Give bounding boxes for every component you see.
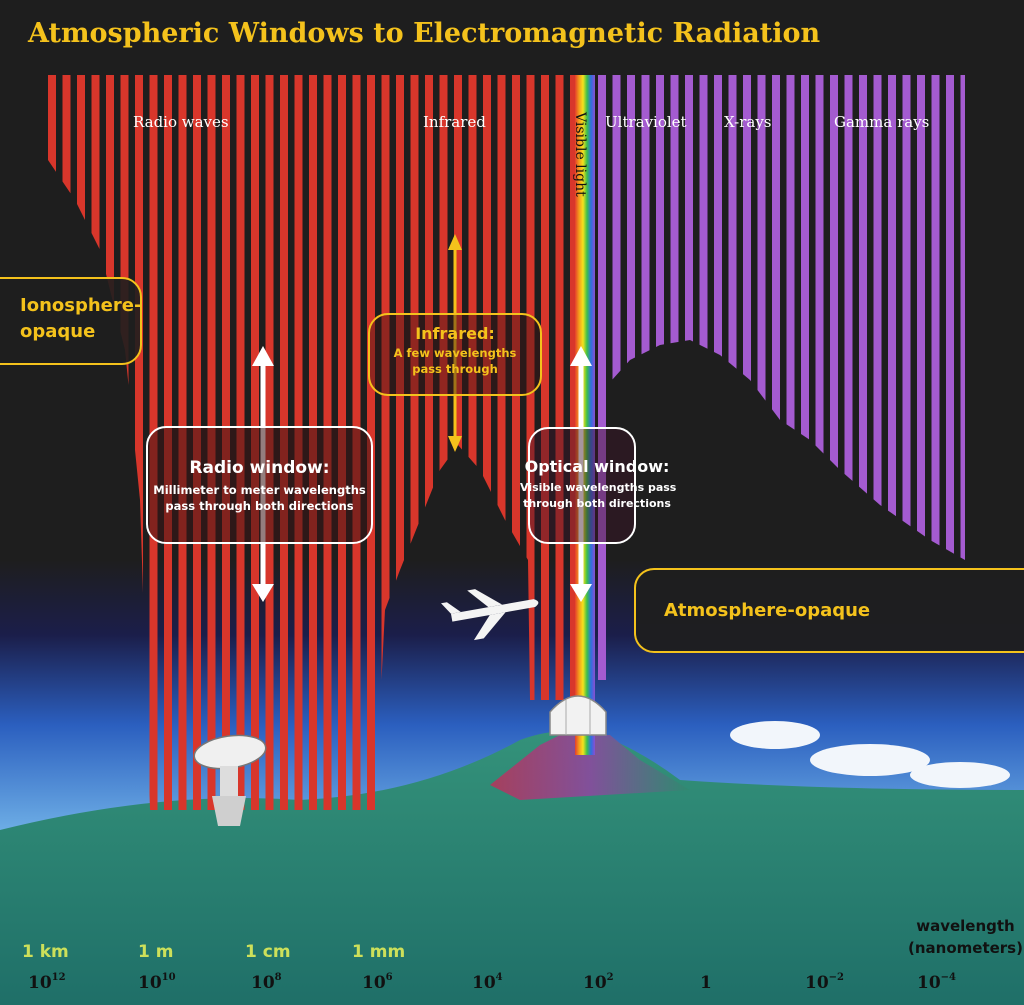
airplane-icon: [441, 589, 539, 641]
radio-window-heading: Radio window:: [189, 458, 330, 478]
high-energy-stripe: [743, 75, 751, 680]
length-label-cm: 1 cm: [245, 942, 291, 962]
axis-tick: 106: [362, 972, 393, 993]
infrared-window-heading: Infrared:: [415, 324, 495, 343]
high-energy-stripe: [859, 75, 867, 680]
page-title: Atmospheric Windows to Electromagnetic R…: [28, 18, 821, 49]
high-energy-stripe: [931, 75, 940, 680]
high-energy-stripe: [917, 75, 925, 680]
high-energy-stripe: [801, 75, 809, 680]
band-label-gamma: Gamma rays: [834, 113, 930, 131]
radio-infrared-stripe: [570, 75, 575, 810]
infrared-window-line1: A few wavelengths: [393, 346, 517, 360]
band-label-ultraviolet: Ultraviolet: [605, 113, 687, 131]
band-label-infrared: Infrared: [423, 113, 486, 131]
high-energy-stripe: [815, 75, 824, 680]
high-energy-stripe: [830, 75, 838, 680]
high-energy-stripe: [946, 75, 954, 680]
band-label-visible: Visible light: [570, 112, 590, 212]
infrared-window-box: Infrared: A few wavelengths pass through: [368, 313, 542, 396]
axis-tick: 1010: [138, 972, 176, 993]
high-energy-stripe: [598, 75, 606, 680]
radio-window-box: Radio window: Millimeter to meter wavele…: [146, 426, 373, 544]
infrared-window-arrow: [448, 234, 462, 452]
radio-infrared-stripe: [483, 75, 491, 810]
radio-infrared-stripe: [135, 75, 143, 810]
axis-tick: 108: [251, 972, 282, 993]
optical-window-line1: Visible wavelengths pass: [520, 481, 677, 494]
axis-tick: 10−2: [805, 972, 845, 993]
radio-infrared-stripe: [410, 75, 419, 810]
high-energy-stripe: [902, 75, 911, 680]
ionosphere-opaque-label: Ionosphere- opaque: [20, 295, 142, 342]
wavelength-axis-label: wavelength (nanometers): [908, 915, 1023, 959]
high-energy-stripe: [757, 75, 766, 680]
radio-infrared-stripe: [555, 75, 564, 810]
band-label-xrays: X-rays: [724, 113, 772, 131]
axis-tick: 102: [583, 972, 614, 993]
atmosphere-opaque-box: Atmosphere-opaque: [634, 568, 1024, 653]
optical-window-heading: Optical window:: [524, 457, 670, 476]
length-label-km: 1 km: [22, 942, 69, 962]
radio-infrared-stripe: [439, 75, 448, 810]
infrared-window-line2: pass through: [412, 362, 498, 376]
radio-window-line1: Millimeter to meter wavelengths: [153, 483, 366, 497]
radio-telescope-icon: [193, 734, 267, 826]
band-label-radio: Radio waves: [133, 113, 229, 131]
axis-tick: 104: [472, 972, 503, 993]
radio-window-line2: pass through both directions: [165, 499, 354, 513]
high-energy-stripe: [960, 75, 965, 680]
wavelength-axis-label-line2: (nanometers): [908, 939, 1023, 957]
radio-infrared-stripe: [512, 75, 520, 810]
axis-tick: 1: [700, 973, 712, 993]
atmosphere-opaque-label: Atmosphere-opaque: [664, 600, 871, 621]
high-energy-stripe: [786, 75, 795, 680]
optical-window-arrow: [570, 346, 592, 602]
optical-window-box: Optical window: Visible wavelengths pass…: [520, 427, 676, 544]
axis-tick: 1012: [28, 972, 66, 993]
radio-infrared-stripe: [497, 75, 506, 810]
high-energy-stripe: [888, 75, 896, 680]
high-energy-stripe: [772, 75, 780, 680]
length-label-mm: 1 mm: [352, 942, 406, 962]
length-label-m: 1 m: [138, 942, 174, 962]
wavelength-axis-label-line1: wavelength: [916, 917, 1015, 935]
band-label-visible-text: Visible light: [572, 112, 588, 197]
optical-window-line2: through both directions: [523, 497, 671, 510]
radio-infrared-stripe: [468, 75, 477, 810]
high-energy-stripe: [844, 75, 853, 680]
high-energy-stripe: [873, 75, 882, 680]
observatory-dome-icon: [549, 695, 607, 736]
ionosphere-opaque-box: Ionosphere- opaque: [0, 277, 142, 365]
radio-infrared-stripe: [396, 75, 404, 810]
radio-infrared-stripe: [381, 75, 390, 810]
radio-infrared-stripe: [425, 75, 433, 810]
axis-tick: 10−4: [917, 972, 957, 993]
